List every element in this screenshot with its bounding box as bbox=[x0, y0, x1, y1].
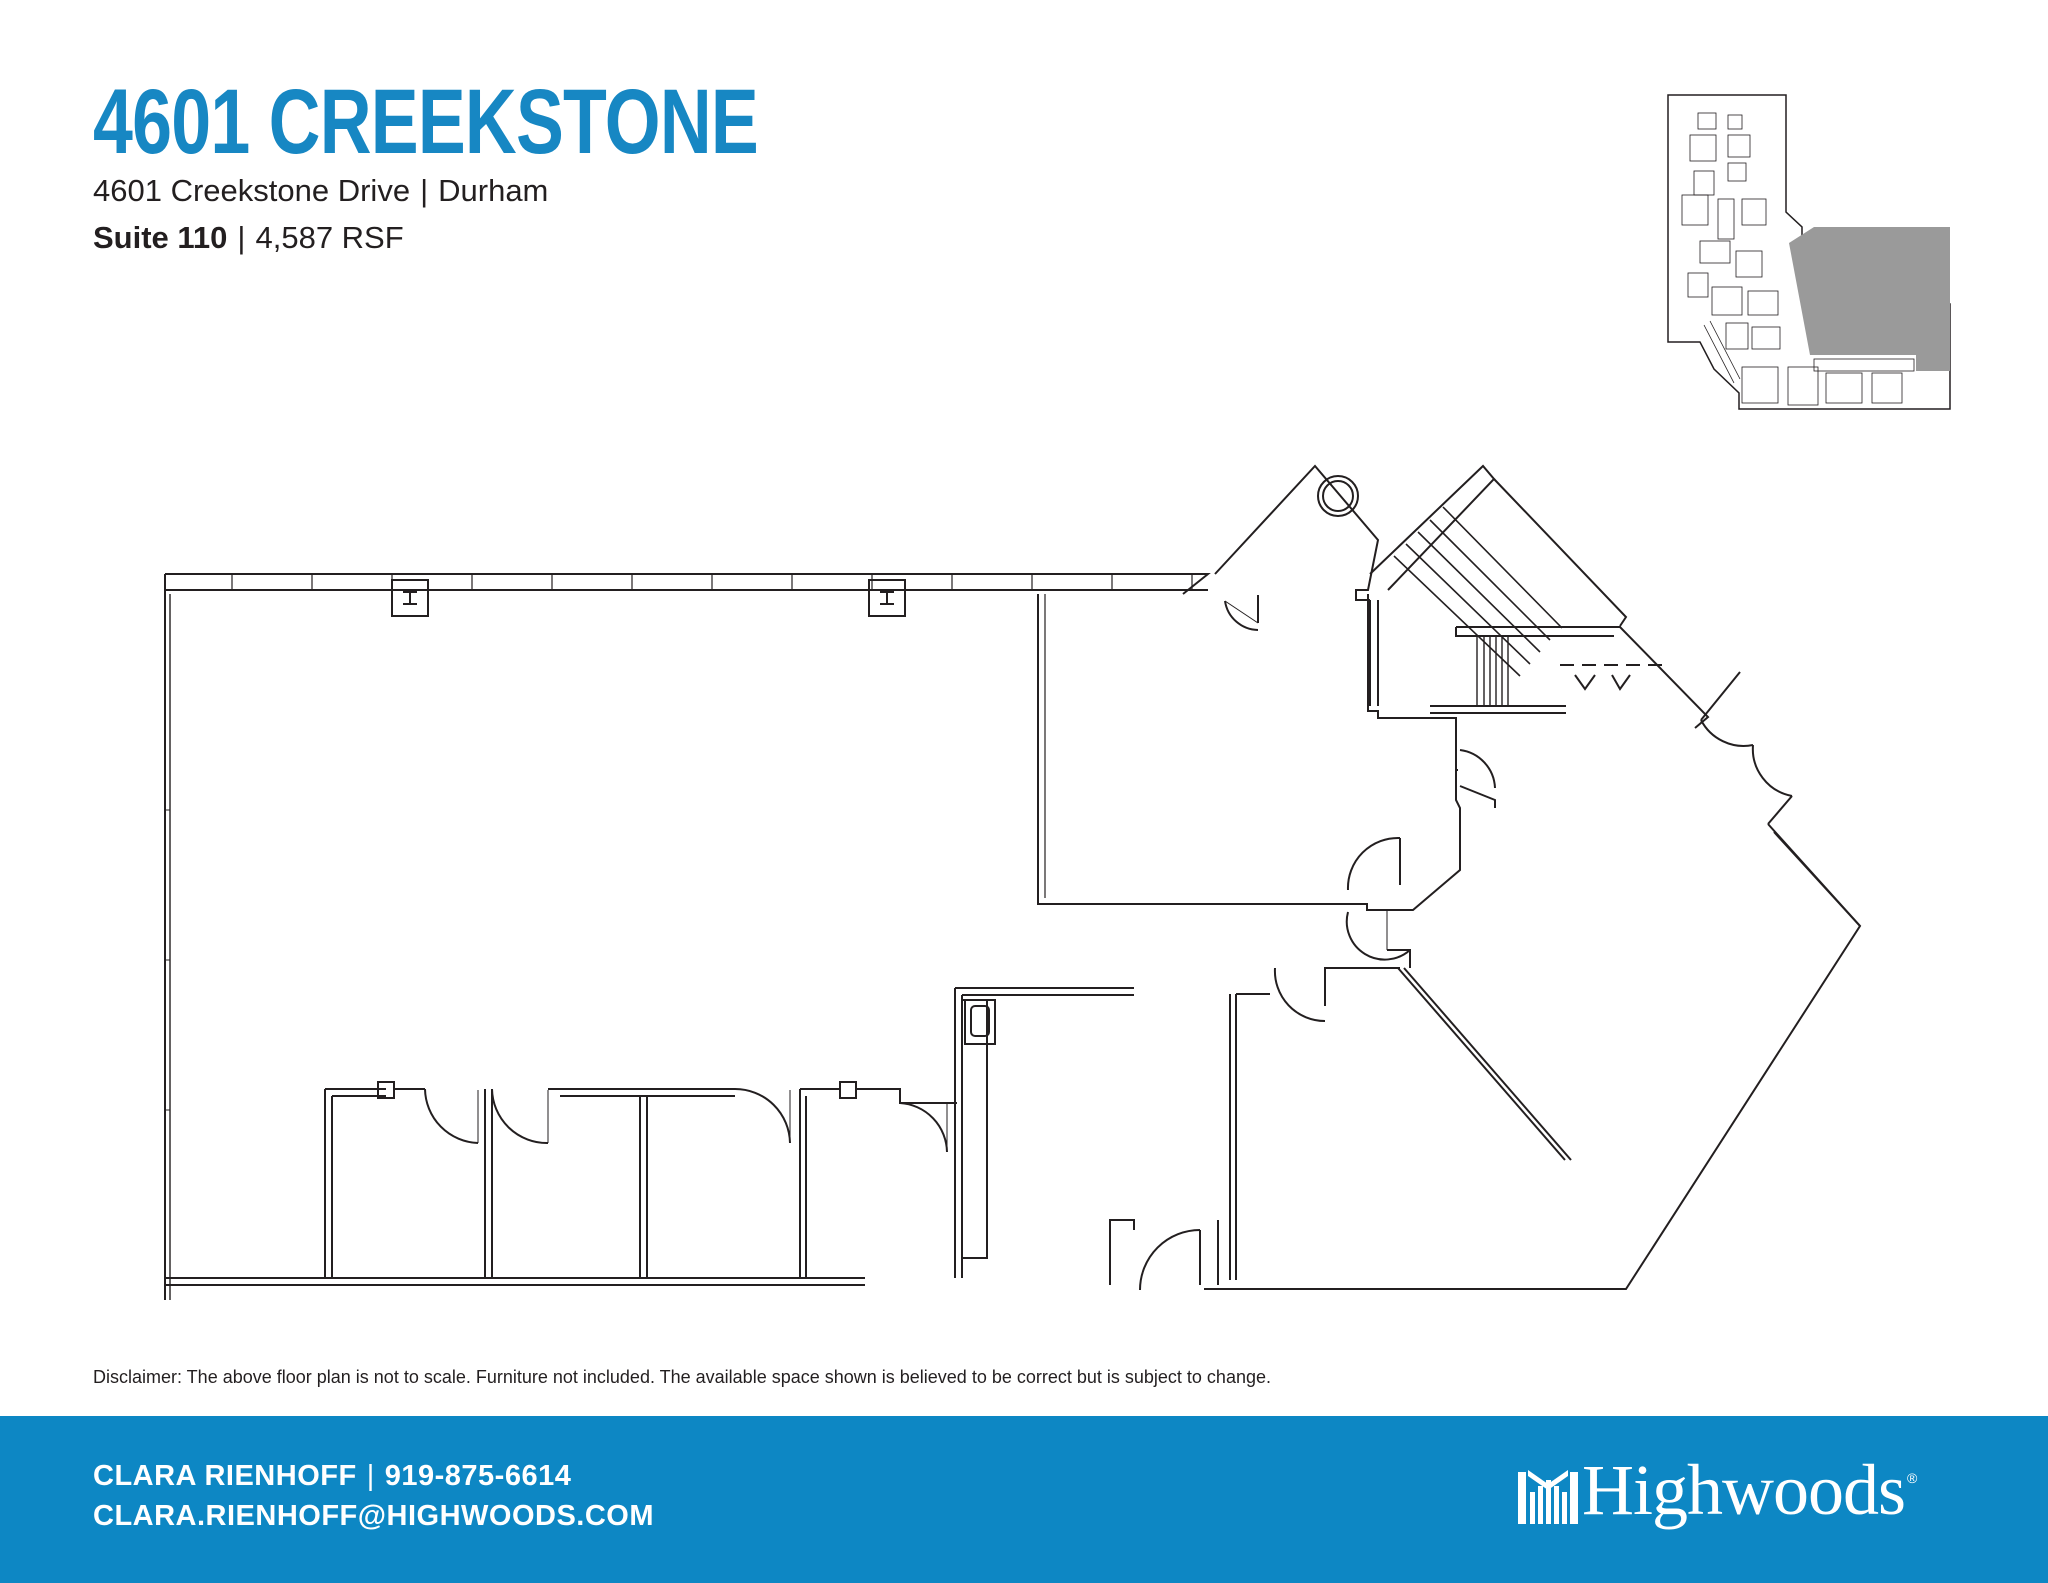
footer-bar: CLARA RIENHOFF | 919-875-6614 CLARA.RIENHO… bbox=[0, 1416, 2048, 1583]
suite-highlight bbox=[1789, 227, 1950, 371]
highwoods-logo: Highwoods ® bbox=[1518, 1454, 1917, 1526]
page-title: 4601 CREEKSTONE bbox=[93, 71, 759, 173]
column-icon bbox=[868, 579, 906, 617]
counter bbox=[961, 999, 988, 1259]
separator: | bbox=[366, 1460, 375, 1492]
key-plan bbox=[1667, 94, 1951, 410]
column-icon bbox=[391, 579, 429, 617]
window-mullions bbox=[231, 574, 1193, 590]
contact-name: CLARA RIENHOFF bbox=[93, 1460, 357, 1492]
north-wall bbox=[165, 573, 1211, 595]
column-icon bbox=[839, 1081, 857, 1099]
stair-treads bbox=[1393, 506, 1563, 677]
contact-email[interactable]: CLARA.RIENHOFF@HIGHWOODS.COM bbox=[93, 1500, 655, 1532]
address-line: 4601 Creekstone Drive | Durham bbox=[93, 173, 548, 209]
street-address: 4601 Creekstone Drive bbox=[93, 173, 411, 208]
contact-name-line: CLARA RIENHOFF | 919-875-6614 bbox=[93, 1456, 654, 1496]
suite-line: Suite 110 | 4,587 RSF bbox=[93, 220, 404, 256]
building-outline bbox=[1667, 94, 1951, 410]
stair-lower bbox=[1476, 636, 1509, 706]
key-plan-rooms bbox=[1681, 112, 1915, 406]
disclaimer: Disclaimer: The above floor plan is not … bbox=[93, 1367, 1271, 1387]
core-north-room bbox=[1214, 464, 1380, 601]
floor-plan bbox=[164, 464, 1862, 1300]
suite-area: 4,587 RSF bbox=[255, 220, 404, 255]
core-fixture bbox=[1317, 475, 1359, 517]
logo-text: Highwoods bbox=[1582, 1450, 1906, 1530]
contact-block: CLARA RIENHOFF | 919-875-6614 CLARA.RIENHO… bbox=[93, 1456, 654, 1536]
east-wall bbox=[1204, 823, 1862, 1290]
sink-icon bbox=[964, 999, 996, 1045]
separator: | bbox=[420, 173, 429, 208]
suite-number: Suite 110 bbox=[93, 220, 228, 255]
conference-room bbox=[1037, 594, 1461, 911]
highwoods-logo-icon bbox=[1518, 1470, 1578, 1524]
contact-phone[interactable]: 919-875-6614 bbox=[384, 1460, 572, 1492]
separator: | bbox=[237, 220, 246, 255]
registered-mark: ® bbox=[1907, 1470, 1918, 1486]
city: Durham bbox=[438, 173, 549, 208]
